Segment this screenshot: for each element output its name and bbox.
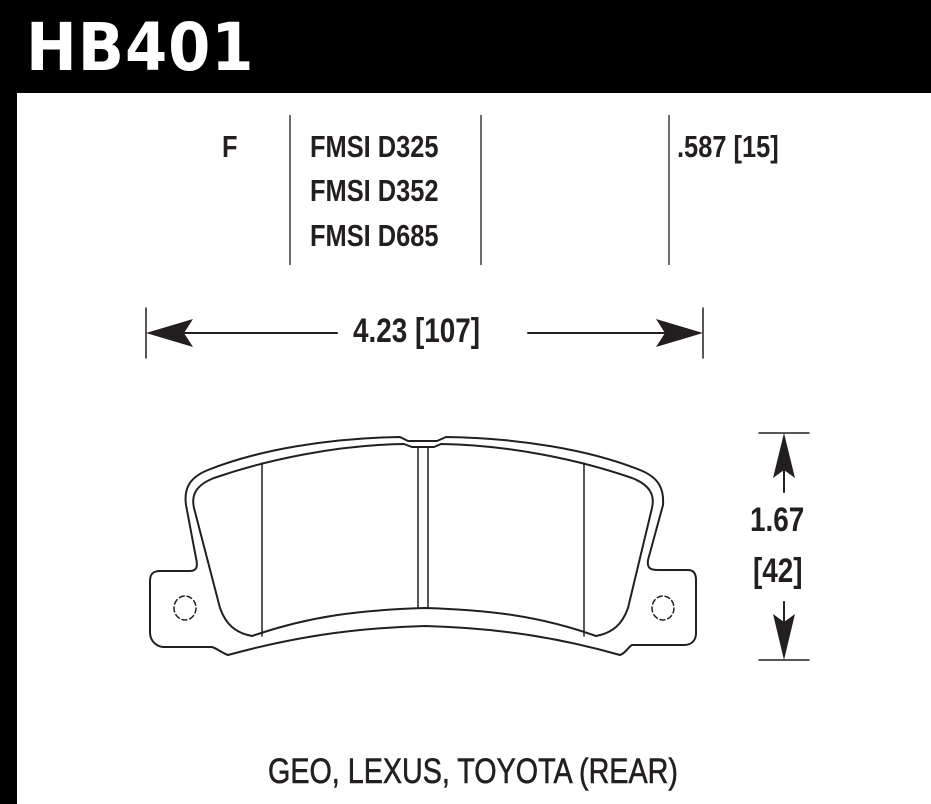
fmsi-number-2: FMSI D352 — [310, 173, 439, 208]
width-dimension-label: 4.23 [107] — [353, 312, 481, 350]
backing-plate-outline — [149, 436, 697, 656]
divider-2 — [480, 115, 482, 265]
thickness-value: .587 [15] — [677, 129, 779, 164]
part-number: HB401 — [26, 9, 255, 86]
divider-1 — [289, 115, 291, 265]
width-dimension-arrow — [145, 307, 704, 359]
fmsi-number-3: FMSI D685 — [310, 218, 439, 253]
left-mounting-hole — [173, 595, 197, 621]
height-dimension-arrow — [758, 432, 810, 661]
height-dimension-mm: [42] — [753, 552, 803, 590]
height-dimension-inches: 1.67 — [750, 501, 805, 539]
fmsi-number-1: FMSI D325 — [310, 129, 439, 164]
application-label: GEO, LEXUS, TOYOTA (REAR) — [268, 752, 678, 792]
diagram-canvas: F FMSI D325 FMSI D352 FMSI D685 .587 [15… — [17, 93, 931, 804]
right-mounting-hole — [651, 595, 675, 621]
divider-3 — [668, 115, 670, 265]
header-bar: HB401 — [0, 0, 931, 93]
friction-pad-outline — [192, 443, 654, 637]
position-code: F — [222, 129, 238, 164]
